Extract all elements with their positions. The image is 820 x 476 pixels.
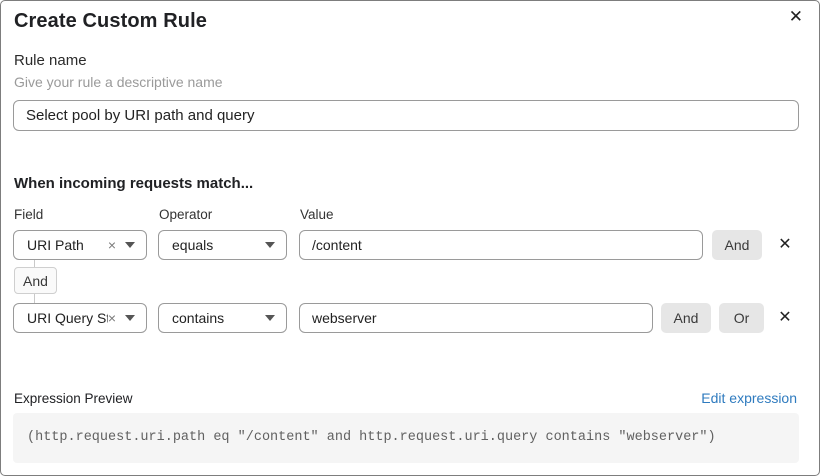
value-input-row2[interactable]: [299, 303, 653, 333]
rule-name-helper-text: Give your rule a descriptive name: [14, 74, 223, 90]
value-input-row1[interactable]: [299, 230, 703, 260]
delete-row2-icon[interactable]: ✕: [778, 309, 792, 326]
chevron-down-icon: [125, 242, 135, 248]
rule-name-input[interactable]: [13, 100, 799, 131]
field-select-row2[interactable]: URI Query St... ×: [13, 303, 147, 333]
and-connector-badge: And: [14, 267, 57, 294]
expression-code: (http.request.uri.path eq "/content" and…: [27, 430, 716, 445]
delete-row1-icon[interactable]: ✕: [778, 236, 792, 253]
connector-line: [34, 294, 35, 303]
operator-select-row1-value: equals: [172, 237, 214, 253]
add-or-condition-button-row2[interactable]: Or: [719, 303, 764, 333]
add-and-condition-button-row1[interactable]: And: [712, 230, 762, 260]
field-select-row1[interactable]: URI Path ×: [13, 230, 147, 260]
expression-code-block: (http.request.uri.path eq "/content" and…: [13, 413, 799, 463]
close-icon[interactable]: ✕: [788, 7, 803, 26]
operator-select-row2-value: contains: [172, 310, 225, 326]
field-select-row2-value: URI Query St...: [27, 310, 108, 326]
field-select-row1-value: URI Path: [27, 237, 84, 253]
clear-selection-icon[interactable]: ×: [107, 310, 116, 326]
dialog-title: Create Custom Rule: [14, 10, 207, 32]
chevron-down-icon: [265, 315, 275, 321]
add-and-condition-button-row2[interactable]: And: [661, 303, 711, 333]
connector-line: [34, 260, 35, 268]
operator-select-row1[interactable]: equals: [158, 230, 287, 260]
column-label-operator: Operator: [159, 207, 213, 222]
edit-expression-link[interactable]: Edit expression: [701, 390, 797, 406]
clear-selection-icon[interactable]: ×: [107, 237, 116, 253]
column-label-value: Value: [300, 207, 334, 222]
expression-preview-label: Expression Preview: [14, 391, 133, 406]
operator-select-row2[interactable]: contains: [158, 303, 287, 333]
rule-name-label: Rule name: [14, 52, 87, 69]
chevron-down-icon: [125, 315, 135, 321]
column-label-field: Field: [14, 207, 44, 222]
match-section-heading: When incoming requests match...: [14, 175, 254, 192]
chevron-down-icon: [265, 242, 275, 248]
